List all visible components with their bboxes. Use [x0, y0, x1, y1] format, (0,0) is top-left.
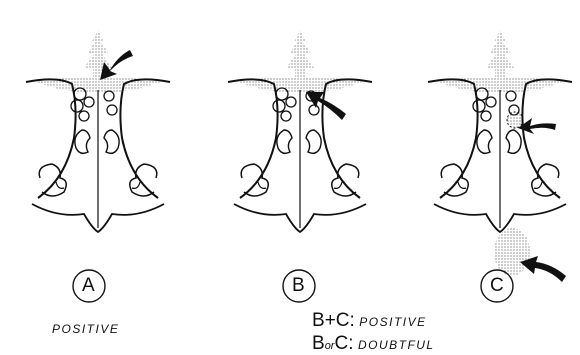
- caption-or: or: [325, 340, 335, 352]
- stippled-area: [494, 228, 530, 276]
- caption-plus: +: [325, 310, 336, 331]
- panel-b-anatomy: [228, 30, 372, 232]
- caption-c: C: [336, 310, 350, 331]
- caption-b: B: [312, 333, 325, 354]
- panel-a-label: A: [82, 275, 95, 297]
- stippled-area: [507, 112, 523, 128]
- caption-doubtful-text: DOUBTFUL: [358, 338, 435, 352]
- caption-colon: :: [350, 310, 355, 331]
- caption-positive-text: POSITIVE: [359, 315, 426, 329]
- caption-c: C: [334, 333, 348, 354]
- arrow-icon: [520, 256, 566, 282]
- panel-c-label: C: [490, 275, 504, 297]
- caption-a: POSITIVE: [52, 322, 119, 336]
- caption-bc-doubtful: BorC: DOUBTFUL: [312, 333, 435, 355]
- panel-b-label: B: [292, 275, 305, 297]
- caption-bc-positive: B+C: POSITIVE: [312, 310, 427, 332]
- panel-c-anatomy: [428, 30, 572, 232]
- arrow-icon: [100, 50, 133, 80]
- panel-a-anatomy: [26, 30, 170, 232]
- caption-colon: :: [348, 333, 353, 354]
- caption-b: B: [312, 310, 325, 331]
